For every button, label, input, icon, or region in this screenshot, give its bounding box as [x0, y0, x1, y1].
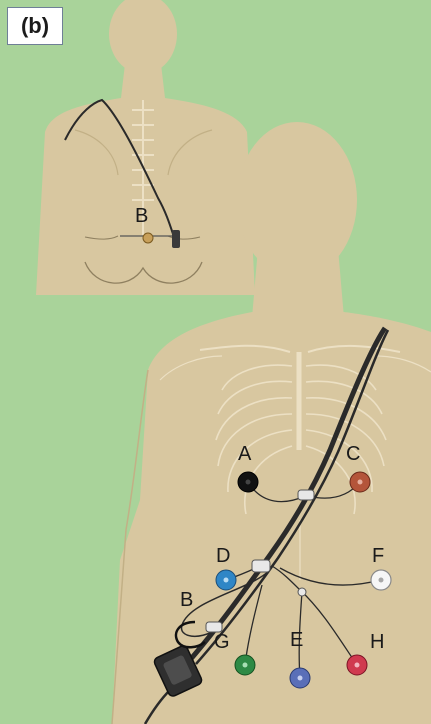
- label-f: F: [372, 545, 384, 567]
- electrode-e: [290, 668, 310, 688]
- back-view-electrode: [143, 233, 153, 243]
- label-c: C: [346, 443, 360, 465]
- back-view-electrode-label: B: [135, 205, 148, 227]
- back-view-recorder-tip: [172, 230, 180, 248]
- label-h: H: [370, 631, 384, 653]
- electrode-a: [238, 472, 258, 492]
- label-d: D: [216, 545, 230, 567]
- electrode-d: [216, 570, 236, 590]
- electrode-h: [347, 655, 367, 675]
- connector-abdomen: [252, 560, 270, 572]
- electrode-c: [350, 472, 370, 492]
- label-b: B: [180, 589, 193, 611]
- label-a: A: [238, 443, 252, 465]
- electrode-f: [371, 570, 391, 590]
- connector-split: [298, 588, 306, 596]
- panel-label: (b): [7, 7, 63, 45]
- electrode-g: [235, 655, 255, 675]
- connector-chest: [298, 490, 314, 500]
- front-view-neck: [252, 248, 344, 318]
- label-e: E: [290, 629, 303, 651]
- label-g: G: [214, 631, 230, 653]
